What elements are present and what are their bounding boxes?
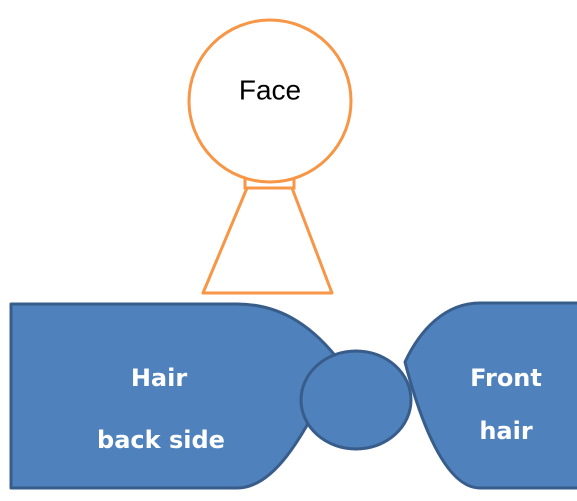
neck-trapezoid bbox=[201, 186, 334, 295]
front-hair-label-line1: Front bbox=[470, 364, 542, 392]
front-hair-label-line2: hair bbox=[479, 417, 533, 445]
center-ellipse bbox=[299, 349, 413, 451]
front-hair-shape bbox=[403, 301, 577, 490]
face-circle bbox=[187, 18, 353, 184]
hair-back-label-line2: back side bbox=[97, 426, 225, 454]
face-label: Face bbox=[239, 74, 301, 105]
hair-back-label-line1: Hair bbox=[131, 364, 188, 392]
hair-back-side-shape bbox=[9, 302, 343, 490]
